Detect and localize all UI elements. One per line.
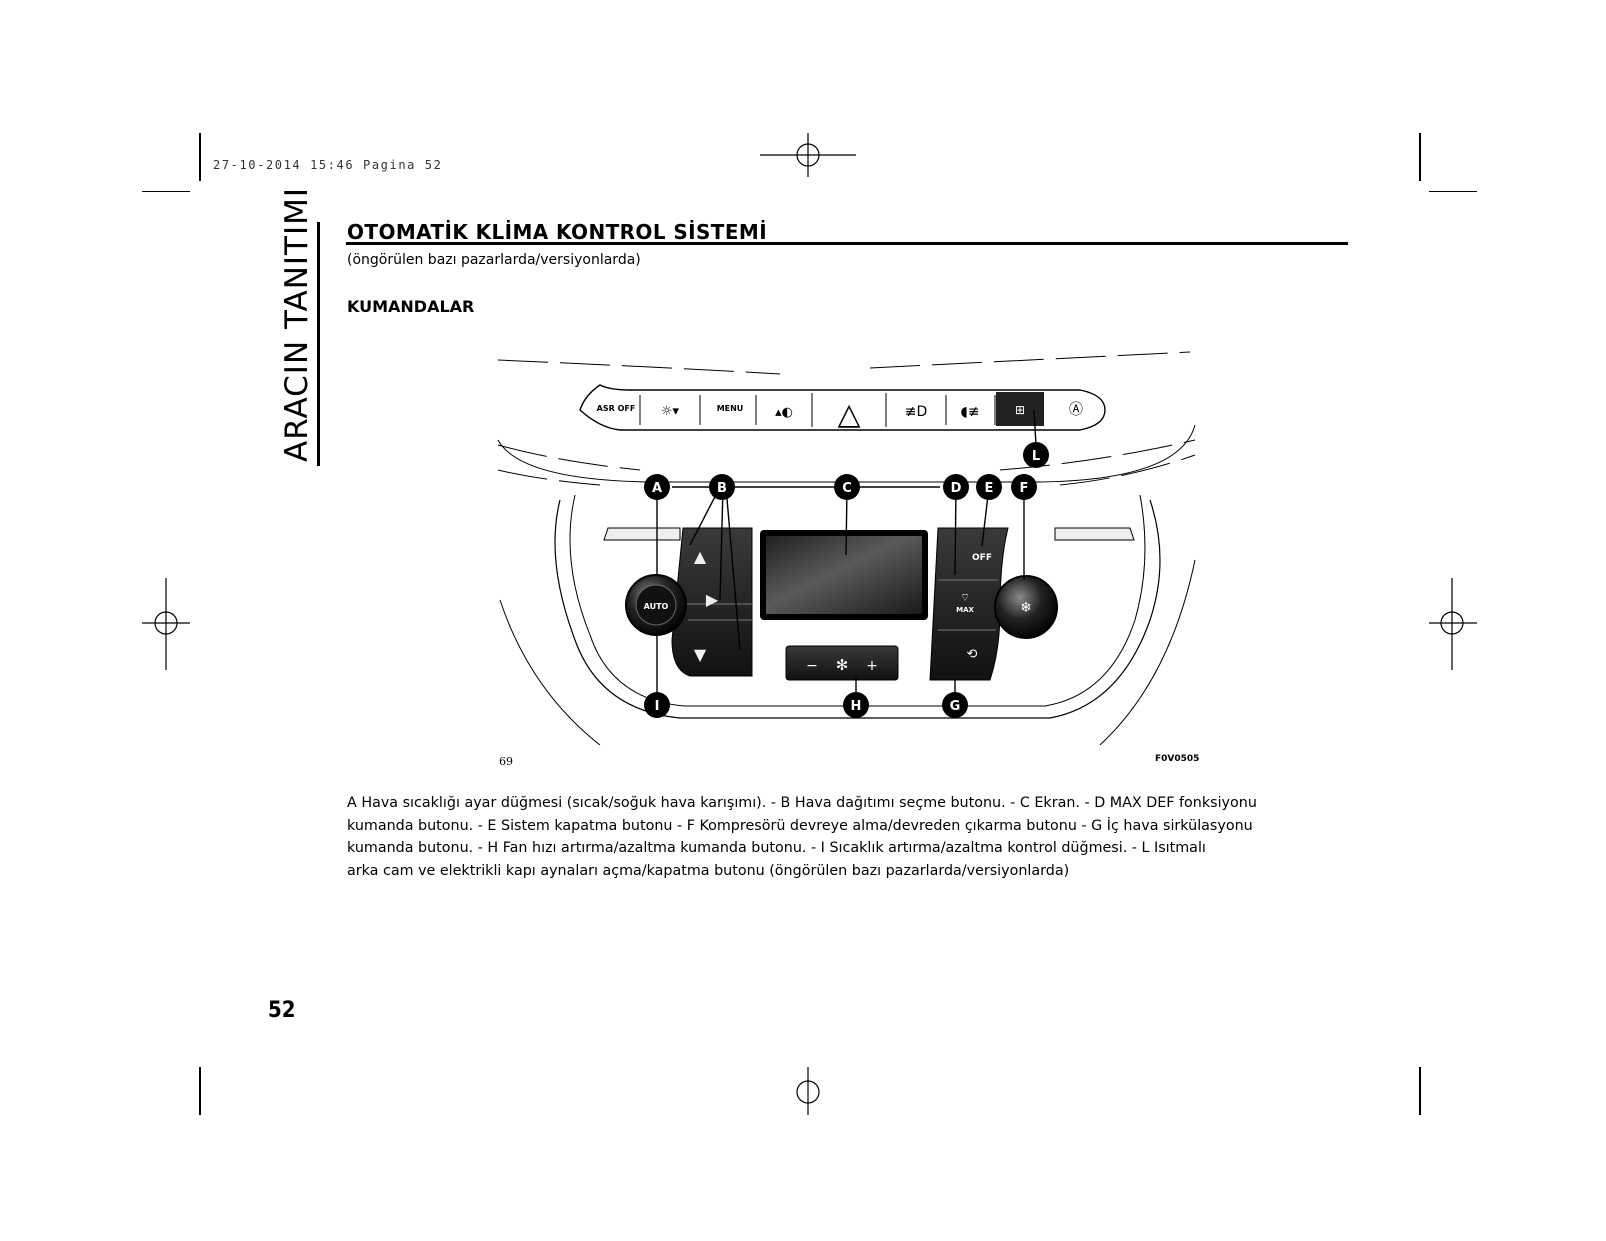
hazard-icon: △	[837, 397, 860, 432]
figure-caption: A Hava sıcaklığı ayar düğmesi (sıcak/soğ…	[347, 792, 1337, 882]
climate-panel-figure: ASR OFF MENU ☼▾ ▴◐ △ ≢D ◖≢ ⊞ Ⓐ ▲ ▶ ▼ AUT…	[497, 351, 1196, 745]
recirculation-icon: ⟲	[967, 647, 978, 662]
callout-E: E	[985, 481, 994, 496]
caption-line: arka cam ve elektrikli kapı aynaları açm…	[347, 862, 1070, 879]
page-subtitle: (öngörülen bazı pazarlarda/versiyonlarda…	[347, 252, 641, 268]
rear-defrost-icon: ⊞	[1015, 403, 1025, 417]
front-fog-icon: ≢D	[905, 404, 928, 420]
stop-start-icon: Ⓐ	[1069, 402, 1083, 418]
distribution-mid-icon: ▶	[706, 590, 719, 609]
auto-label: AUTO	[644, 602, 669, 611]
section-heading: KUMANDALAR	[347, 297, 475, 316]
callout-H: H	[851, 699, 862, 714]
print-stamp: 27-10-2014 15:46 Pagina 52	[213, 158, 443, 172]
caption-line: kumanda butonu. - E Sistem kapatma buton…	[347, 817, 1253, 834]
page-number: 52	[268, 998, 296, 1023]
crop-mark	[142, 191, 190, 192]
svg-text:+: +	[866, 658, 878, 674]
defrost-icon: ⌔	[960, 591, 970, 604]
crop-mark	[1419, 133, 1421, 181]
callout-F: F	[1020, 481, 1029, 496]
menu-label: MENU	[717, 404, 744, 413]
title-rule	[346, 242, 1348, 245]
distribution-down-icon: ▼	[694, 645, 707, 664]
max-label: MAX	[956, 606, 974, 614]
caption-line: kumanda butonu. - H Fan hızı artırma/aza…	[347, 840, 1206, 856]
off-label: OFF	[972, 553, 992, 563]
callout-A: A	[652, 481, 662, 496]
callout-C: C	[842, 481, 852, 496]
crop-mark	[199, 1067, 201, 1115]
callout-D: D	[951, 481, 962, 496]
fan-icon: ✻	[836, 656, 849, 674]
rear-fog-icon: ◖≢	[960, 404, 979, 420]
caption-line: A Hava sıcaklığı ayar düğmesi (sıcak/soğ…	[347, 795, 1257, 811]
side-section-title: ARACIN TANITIMI	[279, 186, 315, 462]
callout-B: B	[717, 481, 727, 496]
headlight-icon: ☼▾	[661, 404, 680, 419]
crop-mark	[199, 133, 201, 181]
callout-G: G	[950, 699, 961, 714]
page-title: OTOMATİK KLİMA KONTROL SİSTEMİ	[347, 220, 768, 244]
callout-I: I	[655, 699, 660, 714]
figure-number: 69	[499, 755, 513, 768]
svg-text:−: −	[806, 658, 818, 674]
distribution-up-icon: ▲	[694, 547, 707, 566]
crop-mark	[1419, 1067, 1421, 1115]
crop-mark	[1429, 191, 1477, 192]
ac-snowflake-icon: ❄	[1020, 600, 1032, 616]
asr-off-label: ASR OFF	[597, 404, 636, 413]
callout-L: L	[1032, 449, 1040, 464]
headlight-level-icon: ▴◐	[775, 405, 793, 420]
figure-code: F0V0505	[1155, 754, 1200, 764]
side-rule	[317, 222, 320, 466]
